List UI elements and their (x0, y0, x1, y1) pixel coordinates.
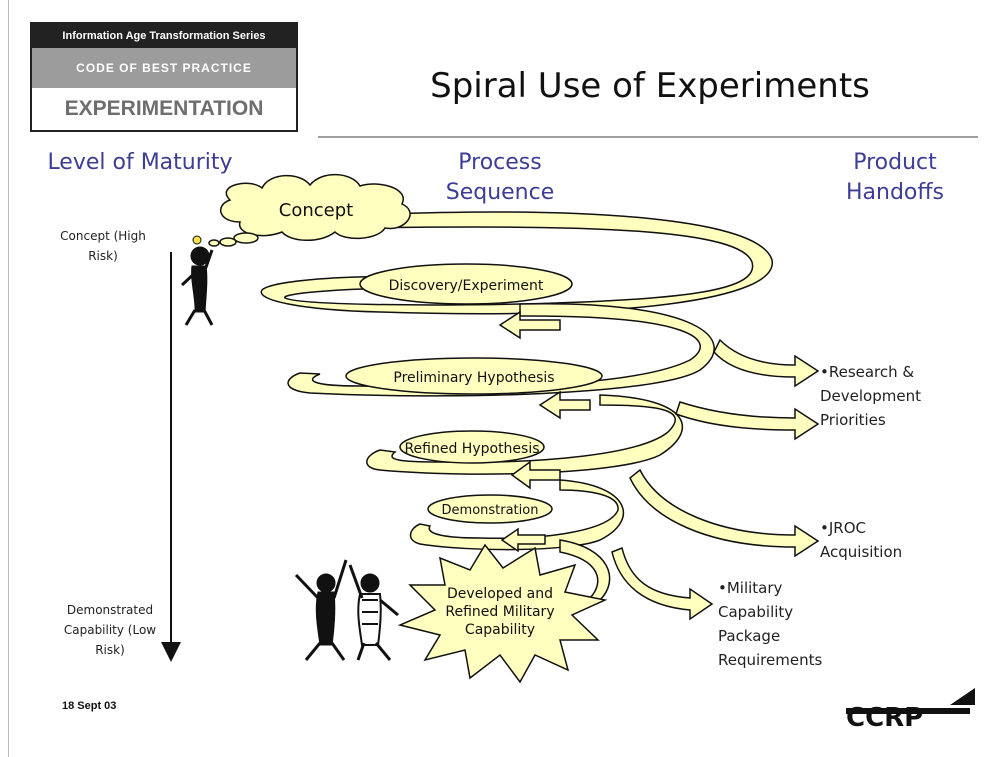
code-of-best-practice-label: CODE OF BEST PRACTICE (32, 48, 296, 88)
slide-title: Spiral Use of Experiments (430, 66, 870, 106)
stage-capability-line-3: Capability (465, 622, 535, 638)
column-heading-handoffs: Product Handoffs (845, 150, 944, 205)
series-label: Information Age Transformation Series (32, 24, 296, 48)
stage-ellipse-preliminary (345, 357, 603, 395)
series-badge: Information Age Transformation Series CO… (30, 22, 298, 132)
experimentation-label: EXPERIMENTATION (64, 97, 264, 120)
spiral-loop-4 (409, 479, 625, 551)
column-heading-maturity: Level of Maturity (47, 150, 233, 175)
stage-demonstration: Demonstration (442, 503, 539, 518)
stage-ellipse-demonstration (427, 494, 553, 524)
maturity-bottom-label: Demonstrated Capability (Low Risk) (63, 603, 157, 657)
capability-starburst (397, 543, 608, 684)
stage-capability-line-1: Developed and (447, 586, 553, 602)
stage-preliminary: Preliminary Hypothesis (393, 370, 554, 386)
stage-concept: Concept (279, 200, 353, 221)
handoff-arrow-rd-2 (675, 401, 820, 441)
spiral-arrow-4 (500, 527, 546, 553)
spiral-loop-3 (366, 394, 684, 475)
handoff-arrow-mcp (611, 546, 714, 621)
column-heading-process: Process Sequence (445, 150, 555, 205)
handoff-arrow-jroc (629, 468, 820, 558)
left-margin-rule (8, 0, 9, 757)
spiral-arrow-1 (498, 310, 561, 340)
maturity-top-label: Concept (High Risk) (60, 229, 146, 263)
handoff-jroc-acquisition: •JROC Acquisition (820, 519, 903, 561)
stage-discovery: Discovery/Experiment (389, 278, 544, 294)
handoff-arrow-rd-1 (713, 338, 820, 388)
spiral-arrow-3 (510, 460, 561, 490)
handoff-rd-priorities: •Research & Development Priorities (820, 363, 921, 429)
handoff-military-capability: •Military Capability Package Requirement… (718, 579, 823, 669)
stage-capability-line-2: Refined Military (445, 604, 554, 620)
footer-date: 18 Sept 03 (62, 700, 117, 712)
spiral-arrow-2 (538, 390, 591, 420)
thinking-figure-icon (180, 235, 214, 326)
celebrating-figures-icon (294, 559, 399, 661)
stage-refined: Refined Hypothesis (404, 441, 539, 457)
ccrp-logo-text: CCRP (846, 703, 923, 733)
concept-cloud (208, 173, 411, 247)
title-rule (318, 136, 978, 138)
stage-ellipse-discovery (359, 263, 573, 305)
ccrp-logo (846, 688, 975, 714)
spiral-loop-2 (287, 302, 715, 397)
stage-ellipse-refined (399, 430, 545, 464)
